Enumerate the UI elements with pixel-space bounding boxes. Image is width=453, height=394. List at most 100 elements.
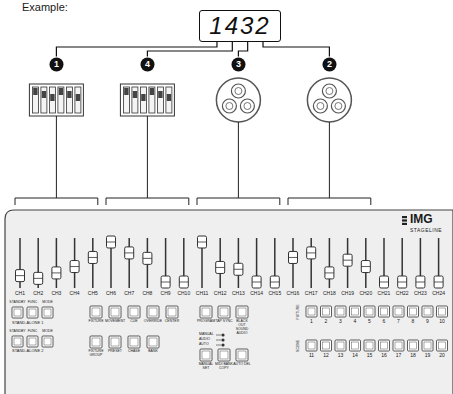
lamp-lens-inner [326, 88, 333, 95]
button-number: 5 [368, 319, 371, 325]
lamp-lens [231, 84, 245, 98]
fader-knob-mark [179, 282, 188, 283]
button-label: BANK [144, 350, 162, 354]
panel-button [408, 306, 419, 317]
panel-button-inner [410, 342, 417, 349]
button-number: 1 [310, 319, 313, 325]
fader-pack-slot [66, 87, 72, 113]
panel-button [379, 340, 390, 351]
button-label: FIXTURE [89, 320, 104, 324]
fader-pack-knob [33, 88, 37, 95]
panel-button [147, 336, 159, 348]
button-number: 3 [339, 319, 342, 325]
fader-knob [34, 272, 43, 284]
channel-label: CH19 [341, 291, 354, 297]
fader-knob-mark [416, 282, 425, 283]
panel-button-inner [381, 308, 388, 315]
button-label: CUE [130, 320, 137, 324]
panel-button-inner [366, 308, 373, 315]
fader-pack-slot [49, 87, 55, 113]
fader-track [56, 238, 58, 288]
fader-pack-knob [67, 91, 71, 98]
button-label: FUNC [28, 330, 38, 334]
button-number: 20 [439, 353, 445, 359]
led-label: MANUAL [199, 333, 214, 337]
panel-button [218, 306, 230, 318]
lamp-icon [216, 78, 260, 122]
fader-knob [107, 236, 116, 248]
channel-label: CH1 [15, 291, 25, 297]
fader-knob-mark [343, 260, 352, 261]
control-panel [5, 210, 453, 394]
fader-knob-mark [52, 272, 61, 273]
panel-button-inner [111, 308, 119, 316]
led-dot [221, 338, 224, 341]
button-number: 14 [352, 353, 358, 359]
button-label: MANUAL SET [197, 363, 215, 371]
panel-button [437, 340, 448, 351]
panel-button [147, 306, 159, 318]
fader-knob-mark [125, 252, 134, 253]
channel-label: CH24 [432, 291, 445, 297]
led-dot [221, 343, 224, 346]
fader-knob [398, 276, 407, 288]
channel-label: CH5 [88, 291, 98, 297]
channel-label: CH18 [323, 291, 336, 297]
button-number: 16 [381, 353, 387, 359]
fader-knob-mark [398, 282, 407, 283]
button-label: STANDBY [9, 330, 25, 334]
fader-knob-mark [88, 257, 97, 258]
panel-button [422, 340, 433, 351]
panel-button-inner [439, 308, 446, 315]
fader-track [310, 238, 312, 288]
callout-disc [140, 57, 154, 71]
panel-button [42, 307, 53, 318]
button-label: TAP SYNC [215, 320, 233, 324]
panel-button-inner [238, 308, 246, 316]
group-label: STAND-ALONE 1 [12, 321, 44, 325]
channel-label: CH12 [214, 291, 227, 297]
button-label: OVERRIDE [144, 320, 162, 324]
lamp-lens [240, 99, 254, 113]
fader-knob-mark [325, 272, 334, 273]
lamp-lens [322, 84, 336, 98]
panel-button [422, 306, 433, 317]
diagram-title: Example: [22, 1, 68, 13]
panel-button [379, 306, 390, 317]
panel-button [393, 340, 404, 351]
channel-label: CH20 [359, 291, 372, 297]
panel-button [42, 336, 53, 347]
panel-button-inner [29, 309, 36, 316]
fader-knob [270, 276, 279, 288]
panel-button-inner [424, 308, 431, 315]
group-bracket [197, 198, 280, 205]
panel-button-inner [44, 309, 51, 316]
button-number: 8 [412, 319, 415, 325]
channel-label: CH9 [161, 291, 171, 297]
brand-logo: IMG [410, 213, 433, 226]
fader-pack-knob [50, 94, 54, 101]
callout-disc [49, 57, 63, 71]
fader-knob-mark [34, 278, 43, 279]
button-number: 4 [354, 319, 357, 325]
callout-number: 2 [322, 57, 337, 72]
group-leader [56, 116, 57, 198]
fader-knob [125, 247, 134, 259]
callout-disc [231, 57, 245, 71]
button-label: CENTER [165, 320, 179, 324]
panel-button [306, 306, 317, 317]
panel-button [306, 340, 317, 351]
panel-button-inner [352, 308, 359, 315]
callout-digit: 1 [54, 60, 59, 69]
fader-knob-mark [307, 252, 316, 253]
led-label: AUTO [199, 343, 209, 347]
button-label: FIXTURE GROUP [87, 350, 105, 358]
panel-button [200, 306, 212, 318]
fader-pack-slot [75, 87, 81, 113]
panel-button-inner [238, 351, 246, 359]
fader-knob [380, 276, 389, 288]
fader-knob [52, 267, 61, 279]
fader-knob [216, 261, 225, 273]
button-number: 2 [325, 319, 328, 325]
